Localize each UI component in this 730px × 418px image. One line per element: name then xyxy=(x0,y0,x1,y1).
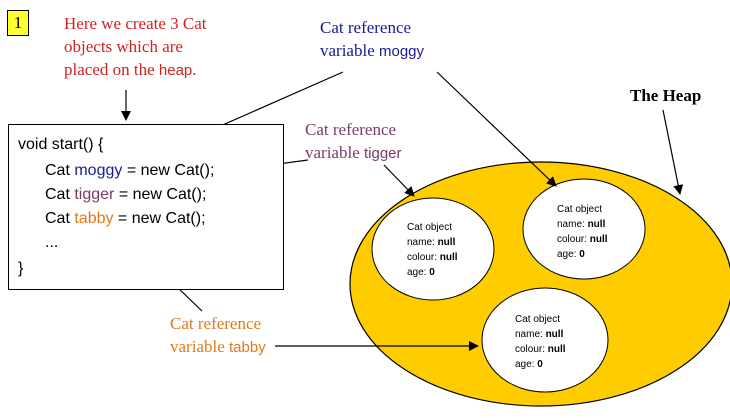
tabby-note-prefix: variable xyxy=(170,337,229,356)
code-assign: = new Cat(); xyxy=(113,210,206,227)
code-type-cat: Cat xyxy=(45,162,75,179)
cat-object-colour-field: colour: null xyxy=(557,232,608,247)
tigger-reference-note: Cat reference variable tigger xyxy=(305,118,402,165)
cat-object-age-field: age: 0 xyxy=(407,265,458,280)
tigger-note-prefix: variable xyxy=(305,143,364,162)
moggy-note-line1: Cat reference xyxy=(320,18,412,37)
field-value: null xyxy=(439,252,458,263)
field-label: colour: xyxy=(557,234,590,245)
cat-object-title: Cat object xyxy=(407,222,453,233)
code-assign: = new Cat(); xyxy=(114,186,207,203)
arrow-heap-title-to-heap xyxy=(662,109,684,195)
code-var-moggy: moggy xyxy=(74,162,123,179)
intro-note: Here we create 3 Cat objects which are p… xyxy=(64,12,207,82)
tigger-note-line1: Cat reference xyxy=(305,120,397,139)
intro-note-heap-word: heap xyxy=(158,62,193,79)
field-label: age: xyxy=(515,359,538,370)
cat-object-title: Cat object xyxy=(515,314,561,325)
moggy-note-prefix: variable xyxy=(320,41,379,60)
field-value: null xyxy=(547,344,566,355)
cat-object-2: Cat object name: null colour: null age: … xyxy=(557,202,608,262)
cat-object-circle-2 xyxy=(522,178,646,280)
cat-object-name-field: name: null xyxy=(515,327,566,342)
code-box: void start() { Cat moggy = new Cat(); Ca… xyxy=(8,124,284,290)
cat-object-age-field: age: 0 xyxy=(557,247,608,262)
field-label: name: xyxy=(557,219,588,230)
cat-object-1: Cat object name: null colour: null age: … xyxy=(407,220,458,280)
field-label: name: xyxy=(515,329,546,340)
heap-title: The Heap xyxy=(630,86,702,105)
code-line-moggy: Cat moggy = new Cat(); xyxy=(45,161,214,181)
field-value: null xyxy=(437,237,456,248)
code-var-tigger: tigger xyxy=(74,186,115,203)
field-value: 0 xyxy=(429,267,435,278)
step-badge: 1 xyxy=(7,10,29,36)
cat-object-circle-3 xyxy=(481,287,609,393)
field-value: null xyxy=(587,219,606,230)
cat-object-title: Cat object xyxy=(557,204,603,215)
tabby-note-line1: Cat reference xyxy=(170,314,262,333)
cat-object-age-field: age: 0 xyxy=(515,357,566,372)
tabby-note-var: tabby xyxy=(229,339,266,356)
field-label: age: xyxy=(407,267,430,278)
intro-note-line1: Here we create 3 Cat xyxy=(64,14,207,33)
field-value: 0 xyxy=(537,359,543,370)
code-assign: = new Cat(); xyxy=(122,162,215,179)
intro-note-line3: placed on the heap. xyxy=(64,58,207,82)
moggy-note-line2: variable moggy xyxy=(320,39,424,63)
moggy-reference-note: Cat reference variable moggy xyxy=(320,16,424,63)
cat-object-colour-field: colour: null xyxy=(515,342,566,357)
code-type-cat: Cat xyxy=(45,210,75,227)
field-value: 0 xyxy=(579,249,585,260)
code-var-tabby: tabby xyxy=(74,210,114,227)
field-label: name: xyxy=(407,237,438,248)
field-label: age: xyxy=(557,249,580,260)
code-line-tabby: Cat tabby = new Cat(); xyxy=(45,209,206,229)
cat-object-name-field: name: null xyxy=(407,235,458,250)
tabby-note-line2: variable tabby xyxy=(170,335,266,359)
code-line-close: } xyxy=(18,260,24,277)
field-value: null xyxy=(589,234,608,245)
code-type-cat: Cat xyxy=(45,186,75,203)
intro-note-line3-suffix: . xyxy=(192,60,197,79)
code-line-start: void start() { xyxy=(18,136,104,153)
tabby-reference-note: Cat reference variable tabby xyxy=(170,312,266,359)
field-value: null xyxy=(545,329,564,340)
cat-object-name-field: name: null xyxy=(557,217,608,232)
arrow-tigger-label-to-object xyxy=(383,164,415,197)
cat-object-circle-1 xyxy=(371,197,495,301)
cat-object-colour-field: colour: null xyxy=(407,250,458,265)
arrow-moggy-label-to-object xyxy=(436,71,557,187)
field-label: colour: xyxy=(515,344,548,355)
moggy-note-var: moggy xyxy=(379,43,425,60)
code-line-tigger: Cat tigger = new Cat(); xyxy=(45,185,206,205)
intro-note-line2: objects which are xyxy=(64,37,183,56)
intro-note-line3-prefix: placed on the xyxy=(64,60,159,79)
cat-object-3: Cat object name: null colour: null age: … xyxy=(515,312,566,372)
field-label: colour: xyxy=(407,252,440,263)
tigger-note-line2: variable tigger xyxy=(305,141,402,165)
code-line-ellipsis: ... xyxy=(45,234,59,251)
tigger-note-var: tigger xyxy=(364,145,402,162)
